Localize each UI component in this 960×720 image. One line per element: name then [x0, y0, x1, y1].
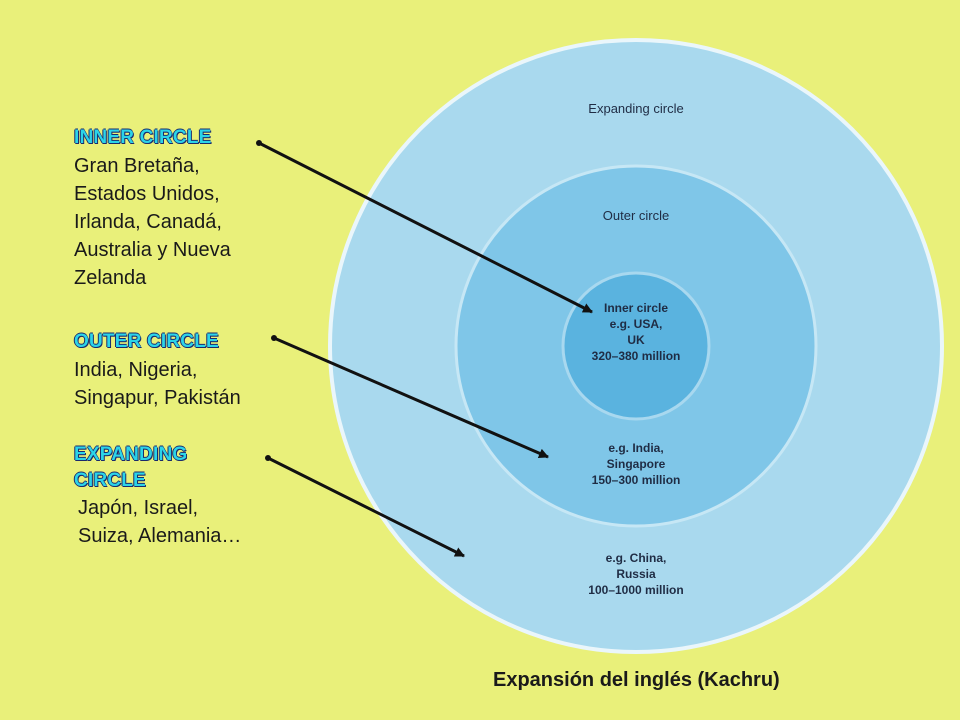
- expanding-line-1: e.g. China,: [606, 551, 667, 565]
- inner-line-2: e.g. USA,: [610, 317, 663, 331]
- expanding-circle-heading: EXPANDING CIRCLE: [74, 444, 188, 491]
- inner-circle-countries: Gran Bretaña, Estados Unidos, Irlanda, C…: [74, 155, 231, 289]
- arrow-expanding-tail-dot: [265, 455, 271, 461]
- inner-circle-heading: INNER CIRCLE: [74, 127, 212, 148]
- outer-circle-countries: India, Nigeria, Singapur, Pakistán: [74, 359, 241, 409]
- inner-line-4: 320–380 million: [592, 349, 681, 363]
- inner-circle-label: INNER CIRCLE Gran Bretaña, Estados Unido…: [74, 124, 231, 292]
- inner-line-1: Inner circle: [604, 301, 668, 315]
- diagram-caption: Expansión del inglés (Kachru): [493, 669, 780, 691]
- expanding-circle-title: Expanding circle: [588, 101, 683, 116]
- expanding-line-2: Russia: [616, 567, 656, 581]
- expanding-circle-countries: Japón, Israel, Suiza, Alemania…: [78, 497, 242, 547]
- arrow-expanding: [267, 456, 465, 558]
- outer-circle-label: OUTER CIRCLE India, Nigeria, Singapur, P…: [74, 328, 241, 412]
- arrow-inner-tail-dot: [256, 140, 262, 146]
- arrow-outer-tail-dot: [271, 335, 277, 341]
- outer-line-3: 150–300 million: [592, 473, 681, 487]
- arrow-outer: [273, 336, 549, 459]
- outer-line-1: e.g. India,: [608, 441, 663, 455]
- expanding-line-3: 100–1000 million: [588, 583, 683, 597]
- inner-line-3: UK: [627, 333, 645, 347]
- expanding-circle-label: EXPANDING CIRCLE Japón, Israel, Suiza, A…: [74, 442, 241, 550]
- inner-circle: [561, 271, 711, 421]
- outer-line-2: Singapore: [607, 457, 666, 471]
- outer-circle-heading: OUTER CIRCLE: [74, 331, 219, 352]
- arrow-inner: [258, 141, 593, 314]
- outer-circle-title: Outer circle: [603, 208, 669, 223]
